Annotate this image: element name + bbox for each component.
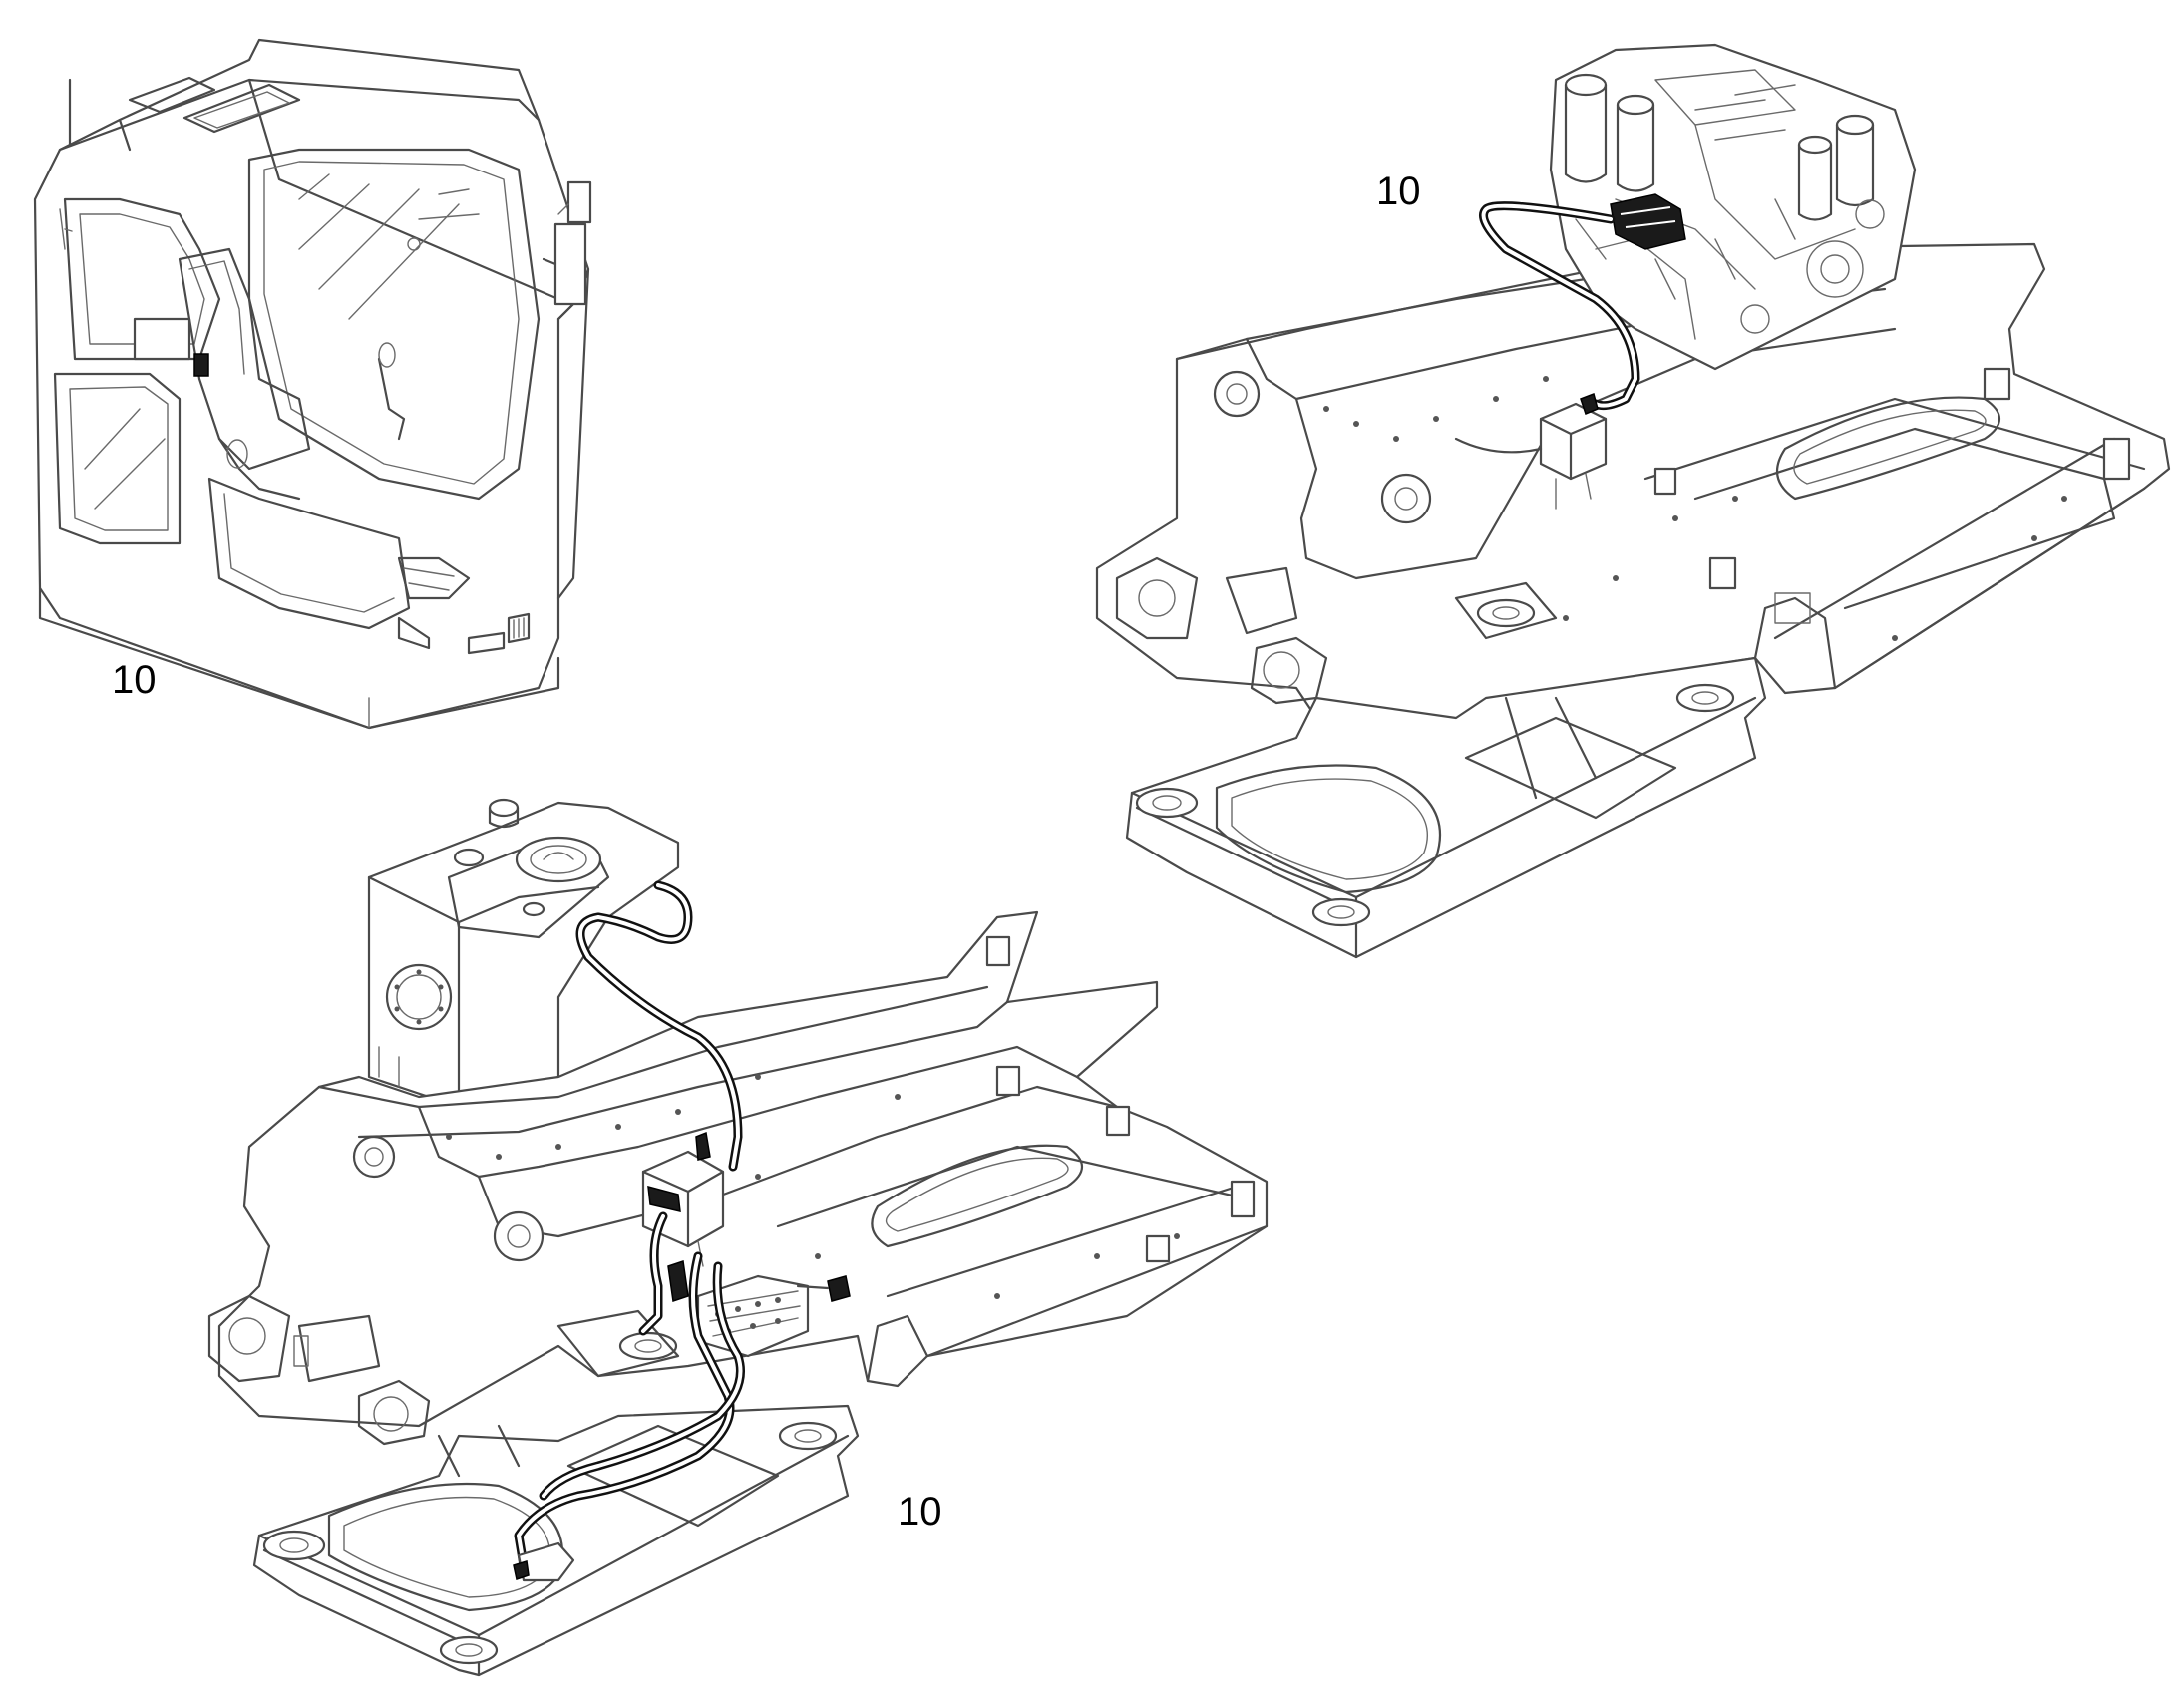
tank-upper-frame-view	[207, 798, 1269, 1677]
callout-label-tank: 10	[898, 1490, 942, 1534]
engine-upper-frame-view	[1095, 43, 2171, 959]
operator-cab-view	[33, 38, 592, 730]
callout-label-engine: 10	[1376, 170, 1421, 213]
callout-label-cab: 10	[112, 658, 157, 702]
